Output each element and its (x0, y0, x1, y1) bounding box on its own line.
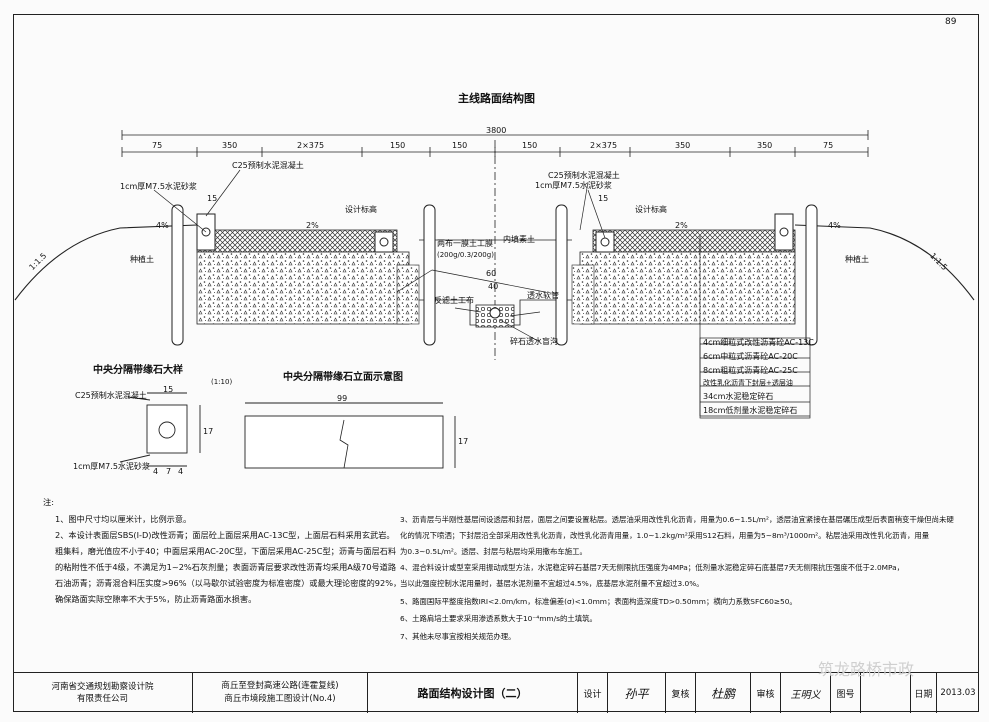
layer-2: 8cm粗粒式沥青砼AC-25C (703, 366, 798, 375)
dim-15-right: 15 (598, 194, 609, 203)
label-design-elev-left: 设计标高 (345, 205, 377, 214)
label-design-elev-right: 设计标高 (635, 205, 667, 214)
top-dimension (121, 130, 869, 360)
tb-check-sig: 杜鹏 (696, 673, 751, 713)
note-left-0: 注: (43, 497, 54, 507)
curb-detail-dim-17: 17 (203, 427, 214, 436)
tb-date-value: 2013.03 (940, 688, 976, 698)
note-right-4: 当以此强度控制水泥用量时，基层水泥剂量不宜超过4.5%，底基层水泥剂量不宜超过3… (400, 579, 704, 588)
layer-0: 4cm细粒式改性沥青砼AC-13C (703, 338, 814, 347)
note-right-7: 7、其他未尽事宜按相关规范办理。 (400, 632, 516, 641)
tb-project: 商丘至登封高速公路(连霍复线) 商丘市境段施工图设计(No.4) (193, 673, 368, 713)
label-planting-left: 种植土 (130, 255, 154, 264)
tb-design-sig: 孙平 (608, 673, 666, 713)
main-title: 主线路面结构图 (458, 92, 535, 105)
dim-top-1: 350 (222, 141, 238, 150)
label-backfill: 内填素土 (503, 235, 535, 244)
label-two-fabric: 两布一膜土工膜 (437, 239, 493, 248)
note-left-1: 1、图中尺寸均以厘米计，比例示意。 (55, 514, 192, 524)
elev-detail-dim-17: 17 (458, 437, 469, 446)
curb-detail-dim-7: 7 (166, 467, 172, 476)
note-left-2: 2、本设计表面层SBS(Ⅰ-D)改性沥青；面层砼上面层采用AC-13C型，上面层… (55, 530, 395, 540)
note-right-0: 3、沥青层与半刚性基层间设透层和封层，面层之间要设置粘层。透层油采用改性乳化沥青… (400, 515, 954, 524)
pavement-right (571, 229, 796, 325)
layer-3: 改性乳化沥青下封层+透层油 (703, 379, 793, 387)
page-number: 89 (945, 17, 957, 27)
dim-top-9: 75 (823, 141, 834, 150)
guardrail-posts (171, 204, 818, 346)
layer-5: 18cm低剂量水泥稳定碎石 (703, 406, 798, 415)
curb-detail-dim-15: 15 (163, 385, 174, 394)
label-c25-right: C25预制水泥混凝土 (548, 171, 620, 180)
label-gravel: 碎石透水盲沟 (510, 337, 558, 346)
tb-drawing-no-label: 图号 (831, 673, 861, 713)
label-planting-right: 种植土 (845, 255, 869, 264)
sheet-frame (13, 14, 979, 712)
curb-detail-dim-4: 4 (153, 467, 159, 476)
layer-legend-frame (699, 337, 811, 419)
label-drain-pipe: 透水软管 (527, 291, 559, 300)
label-c25-left: C25预制水泥混凝土 (232, 161, 304, 170)
label-cross-right: 2% (675, 221, 688, 230)
note-right-3: 4、混合料设计或型室采用振动成型方法，水泥稳定碎石基层7天无侧限抗压强度为4MP… (400, 563, 905, 572)
embankment-profile (14, 224, 975, 301)
dim-15-left: 15 (207, 194, 218, 203)
label-mortar-right: 1cm厚M7.5水泥砂浆 (535, 181, 612, 190)
label-slope-right: 4% (828, 221, 841, 230)
note-right-5: 5、路面国际平整度指数IRI<2.0m/km，标准偏差(σ)<1.0mm；表面构… (400, 597, 797, 606)
dim-center-60: 60 (486, 269, 497, 278)
layer-leaders (153, 169, 810, 417)
watermark: 筑龙路桥市政 (818, 660, 915, 679)
curb-detail-dim-4b: 4 (178, 467, 184, 476)
note-right-2: 为0.3~0.5L/m²。透层、封层与粘层均采用撒布车施工。 (400, 547, 587, 556)
label-slope-left: 4% (156, 221, 169, 230)
median (419, 239, 572, 328)
layer-1: 6cm中粒式沥青砼AC-20C (703, 352, 798, 361)
note-left-6: 确保路面实际空隙率不大于5%，防止沥青路面水损害。 (55, 594, 257, 604)
tb-design-label: 设计 (578, 673, 608, 713)
dim-center-40: 40 (488, 282, 499, 291)
tb-drawing-no-value (861, 673, 911, 713)
dim-top-6: 2×375 (590, 141, 618, 150)
dim-top-0: 75 (152, 141, 163, 150)
note-left-3: 粗集料，磨光值应不小于40；中面层采用AC-20C型，下面层采用AC-25C型；… (55, 546, 397, 556)
layer-4: 34cm水泥稳定碎石 (703, 392, 774, 401)
tb-project-2: 商丘市境段施工图设计(No.4) (224, 694, 336, 704)
note-right-6: 6、土路肩培土要求采用渗透系数大于10⁻⁴mm/s的土填筑。 (400, 614, 597, 623)
tb-org-text: 河南省交通规划勘察设计院有限责任公司 (51, 682, 154, 704)
dim-top-3: 150 (390, 141, 406, 150)
note-left-4: 的粘附性不低于4级，不满足为1~2%石灰剂量；表面沥青层要求改性沥青均采用A级7… (55, 562, 397, 572)
note-right-1: 化的情况下喷洒；下封层沿全部采用改性乳化沥青，改性乳化沥青用量，1.0~1.2k… (400, 531, 930, 540)
dim-total: 3800 (486, 126, 507, 135)
label-fabric-spec: (200g/0.3/200g) (437, 251, 494, 259)
title-block: 河南省交通规划勘察设计院有限责任公司 商丘至登封高速公路(连霍复线) 商丘市境段… (13, 672, 979, 713)
curb-detail-scale: (1:10) (211, 378, 233, 386)
curb-detail-c25: C25预制水泥混凝土 (75, 391, 147, 400)
elev-detail-dim-99: 99 (337, 394, 348, 403)
tb-org: 河南省交通规划勘察设计院有限责任公司 (13, 673, 193, 713)
dim-top-8: 350 (757, 141, 773, 150)
curb-detail-title: 中央分隔带缘石大样 (93, 365, 183, 376)
tb-date-label: 日期 (911, 673, 937, 713)
dim-top-7: 350 (675, 141, 691, 150)
label-mortar-left: 1cm厚M7.5水泥砂浆 (120, 182, 197, 191)
tb-review-sig: 王明义 (781, 673, 831, 713)
dim-top-4: 150 (452, 141, 468, 150)
tb-check-label: 复核 (666, 673, 696, 713)
label-cross-left: 2% (306, 221, 319, 230)
tb-drawing-title: 路面结构设计图（二） (368, 673, 578, 713)
tb-review-label: 审核 (751, 673, 781, 713)
dim-top-2: 2×375 (297, 141, 325, 150)
pavement-left (196, 229, 420, 325)
tb-project-1: 商丘至登封高速公路(连霍复线) (221, 681, 339, 691)
dim-top-5: 150 (522, 141, 538, 150)
elevation-detail-drawing (244, 402, 456, 469)
curb-detail-mortar: 1cm厚M7.5水泥砂浆 (73, 462, 150, 471)
label-geotextile: 反滤土工布 (434, 296, 474, 305)
curb-detail-drawing (119, 392, 201, 467)
note-left-5: 石油沥青；沥青混合料压实度>96%（以马歇尔试验密度为标准密度）或最大理论密度的… (55, 578, 402, 588)
elev-detail-title: 中央分隔带缘石立面示意图 (283, 372, 403, 383)
